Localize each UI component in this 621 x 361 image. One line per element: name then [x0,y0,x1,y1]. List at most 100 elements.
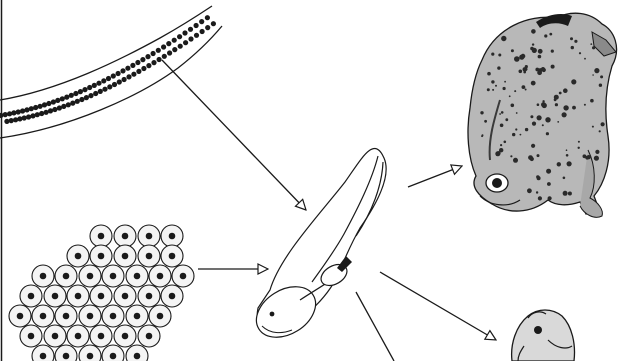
egg-dot [112,82,117,87]
egg-dot [111,73,116,78]
egg-nucleus [98,253,105,260]
toad-wart [549,33,552,36]
toad-wart [531,81,536,86]
egg-dot [211,21,216,26]
egg-dot [52,107,57,112]
toad-wart [487,72,491,76]
toad-wart [594,156,599,161]
toad-wart [566,149,568,151]
toad-wart [538,49,543,54]
egg-dot [156,48,161,53]
toad-wart [571,79,576,84]
toad-wart [584,104,586,106]
egg-dot [55,98,60,103]
egg-dot [177,34,182,39]
toad-wart [501,36,506,41]
toad-wart [505,118,508,121]
toad-wart [537,70,542,75]
toad-wart [538,196,542,200]
egg-nucleus [157,313,164,320]
egg-dot [120,68,125,73]
egg-nucleus [75,293,82,300]
egg-nucleus [40,313,47,320]
toad-wart [574,40,577,43]
toad-wart [567,161,572,166]
toad-wart [563,177,566,180]
egg-dot [151,60,156,65]
egg-dot [141,66,146,71]
egg-dot [60,96,65,101]
egg-dot [3,112,8,117]
egg-nucleus [122,293,129,300]
toad-wart [531,29,536,34]
egg-dot [117,79,122,84]
toad-wart [495,85,497,87]
egg-dot [92,83,97,88]
egg-dot [145,54,150,59]
egg-dot [182,30,187,35]
egg-dot [199,19,204,24]
toad-wart [530,115,533,118]
egg-dot [61,104,66,109]
egg-dot [16,109,21,114]
toad-wart [557,162,561,166]
toad-wart [520,134,522,136]
egg-nucleus [63,353,70,360]
egg-dot [135,60,140,65]
toad-wart [504,141,507,144]
egg-nucleus [40,273,47,280]
egg-dot [29,106,34,111]
egg-nucleus [169,293,176,300]
egg-clump-icon [9,225,194,361]
egg-dot [116,71,121,76]
egg-dot [205,15,210,20]
egg-dot [11,110,16,115]
egg-dot [79,97,84,102]
toad-wart [499,113,501,115]
toad-wart [484,120,487,123]
egg-nucleus [40,353,47,360]
toad-wart [492,89,494,91]
toad-wart [515,128,517,130]
toad-wart [514,90,516,92]
toad-wart [548,196,552,200]
toad-wart [482,134,484,136]
egg-dot [140,57,145,62]
toad-icon [468,13,617,217]
toad-wart [563,113,565,115]
toad-wart [514,56,520,62]
toad-wart [601,122,605,126]
egg-nucleus [87,353,94,360]
toad-wart [491,53,494,56]
toad-wart [592,46,595,49]
arrow-tadpole-to-frog [380,272,496,340]
egg-dot [7,111,12,116]
toad-wart [542,103,547,108]
toad-wart [584,58,586,60]
egg-dot [44,110,49,115]
toad-wart [537,115,542,120]
toad-wart [503,87,506,90]
arrow-tadpole-to-toad [408,166,462,187]
egg-dot [20,108,25,113]
egg-dot [151,51,156,56]
egg-nucleus [146,233,153,240]
toad-wart [537,154,540,157]
egg-dot [102,87,107,92]
egg-dot [122,77,127,82]
toad-wart [531,144,535,148]
egg-nucleus [75,253,82,260]
egg-dot [93,91,98,96]
toad-wart [599,84,602,87]
toad-wart [519,70,523,74]
toad-wart [542,100,544,102]
toad-wart [566,154,569,157]
egg-dot [46,101,51,106]
egg-dot [136,69,141,74]
toad-wart [519,55,524,60]
egg-dot [35,112,40,117]
egg-dot [200,29,205,34]
egg-nucleus [146,333,153,340]
egg-dot [146,63,151,68]
